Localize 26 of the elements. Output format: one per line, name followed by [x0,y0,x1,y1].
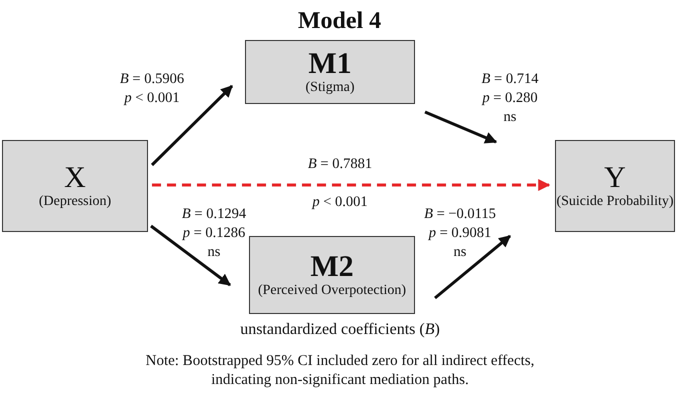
path-coefficient: B = 0.5906 p < 0.001 [118,70,186,108]
diagram-title: Model 4 [296,7,382,36]
dashed-arrow [152,179,550,191]
variable-box [245,40,415,104]
footnote: Note: Bootstrapped 95% CI included zero for all indirect effects, indicating non-significant mediation paths. [144,352,536,390]
coefficients-note: unstandardized coefficients (B) [239,320,441,340]
variable-name: Y [604,162,626,194]
variable-box [2,140,148,232]
variable-box [555,140,675,232]
arrow [434,234,511,300]
path-coefficient: B = 0.1294 p = 0.1286 ns [181,205,247,262]
variable-name: M1 [308,48,352,80]
variable-description: (Stigma) [306,80,354,96]
variable-name: X [64,162,86,194]
coefficient: p < 0.001 [310,193,369,212]
variable-description: (Perceived Overpotection) [258,282,406,299]
arrow [424,110,498,144]
coefficient: B = 0.7881 [306,155,374,174]
variable-description: (Suicide Probability) [556,194,674,210]
arrow [150,224,231,286]
variable-box [249,236,415,314]
variable-description: (Depression) [38,194,112,210]
arrow [150,84,234,166]
path-coefficient: B = −0.0115 p = 0.9081 ns [423,205,497,262]
variable-name: M2 [310,251,354,283]
path-coefficient: B = 0.714 p = 0.280 ns [480,70,540,127]
